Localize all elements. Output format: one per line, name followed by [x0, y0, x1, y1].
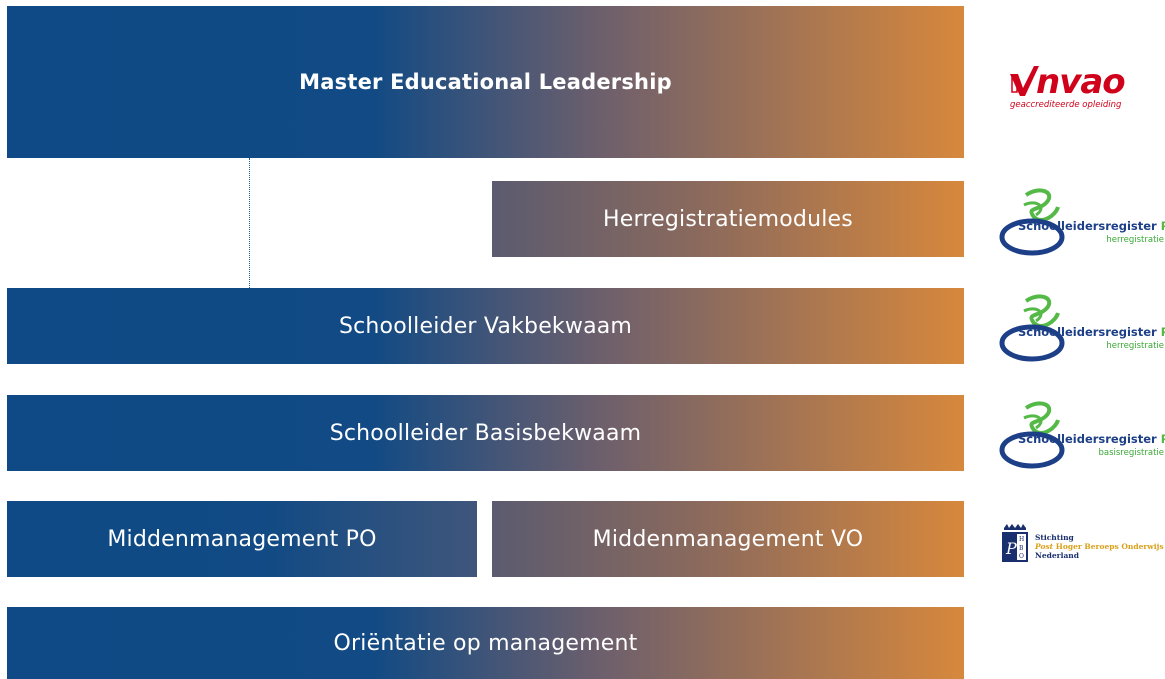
phbo-logo: P H B O Stichting Post Hoger Beroeps Ond…: [1000, 510, 1165, 570]
bar-label: Schoolleider Vakbekwaam: [338, 313, 633, 339]
dotted-connector: [249, 158, 250, 288]
register-subtitle: basisregistratie: [1098, 448, 1164, 458]
schoolleidersregister-logo: Schoolleidersregister PO herregistratie: [996, 291, 1165, 371]
register-suffix: PO: [1160, 219, 1165, 233]
register-name: Schoolleidersregister: [1018, 325, 1157, 339]
schoolleidersregister-logo: Schoolleidersregister PO basisregistrati…: [996, 398, 1165, 478]
svg-text:O: O: [1019, 553, 1024, 560]
phbo-crest-icon: P H B O: [1002, 524, 1028, 562]
register-subtitle: herregistratie: [1106, 235, 1164, 245]
bar-middenmanagement-po: Middenmanagement PO: [7, 501, 477, 577]
phbo-hbo: Hoger Beroeps Onderwijs: [1055, 542, 1164, 551]
register-suffix: PO: [1160, 432, 1165, 446]
bar-herregistratiemodules: Herregistratiemodules: [492, 181, 964, 257]
bar-label: Middenmanagement PO: [107, 526, 377, 552]
register-subtitle: herregistratie: [1106, 341, 1164, 351]
bar-label: Schoolleider Basisbekwaam: [329, 420, 642, 446]
register-name: Schoolleidersregister: [1018, 219, 1157, 233]
bar-label: Herregistratiemodules: [603, 206, 853, 232]
svg-text:B: B: [1019, 545, 1024, 552]
svg-text:P: P: [1005, 539, 1017, 558]
phbo-line3: Nederland: [1035, 551, 1080, 560]
bar-master-educational-leadership: Master Educational Leadership: [7, 6, 964, 158]
svg-text:H: H: [1019, 536, 1024, 543]
bar-schoolleider-vakbekwaam: Schoolleider Vakbekwaam: [7, 288, 964, 364]
register-swirl-icon: [999, 294, 1065, 362]
nvao-subtitle: geaccrediteerde opleiding: [1010, 100, 1122, 110]
bar-label: Middenmanagement VO: [592, 526, 864, 552]
bar-orientatie-op-management: Oriëntatie op management: [7, 607, 964, 679]
nvao-check-icon: [1010, 66, 1039, 96]
phbo-line1: Stichting: [1035, 533, 1074, 542]
phbo-post: Post: [1035, 542, 1054, 551]
nvao-wordmark: nvao: [1036, 62, 1126, 102]
nvao-logo: nvao geaccrediteerde opleiding: [1008, 60, 1138, 120]
register-suffix: PO: [1160, 325, 1165, 339]
bar-schoolleider-basisbekwaam: Schoolleider Basisbekwaam: [7, 395, 964, 471]
register-name: Schoolleidersregister: [1018, 432, 1157, 446]
register-swirl-icon: [999, 188, 1065, 256]
bar-label: Oriëntatie op management: [333, 630, 638, 656]
schoolleidersregister-logo: Schoolleidersregister PO herregistratie: [996, 185, 1165, 265]
bar-label: Master Educational Leadership: [299, 70, 672, 94]
bar-middenmanagement-vo: Middenmanagement VO: [492, 501, 964, 577]
register-swirl-icon: [999, 401, 1065, 469]
